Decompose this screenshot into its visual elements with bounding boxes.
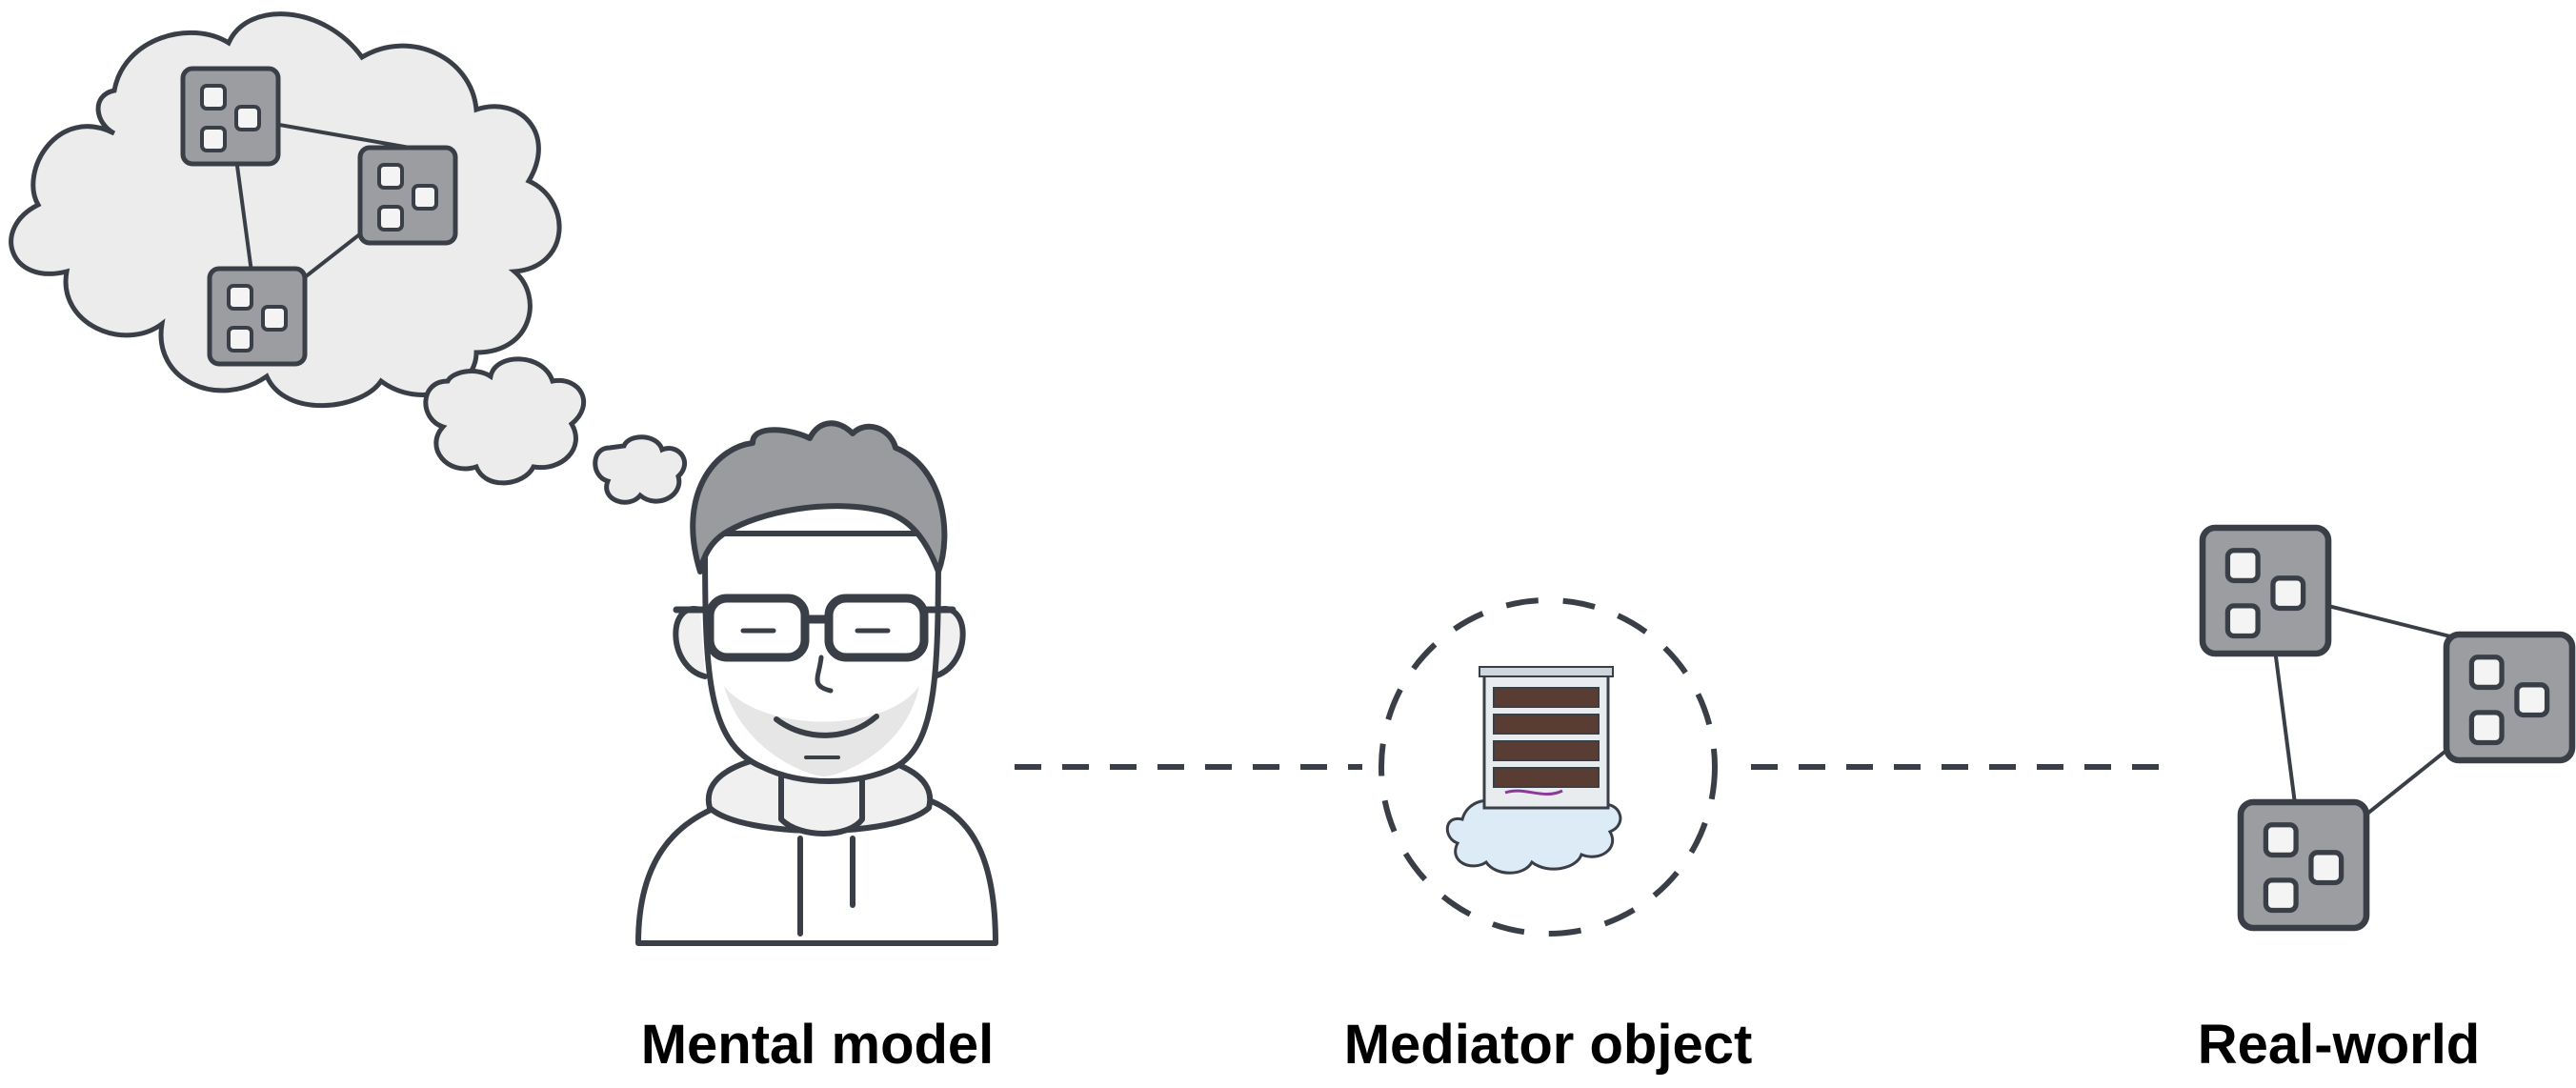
module-box-icon bbox=[2203, 528, 2328, 654]
module-box-icon bbox=[360, 148, 455, 243]
server-rack-on-cloud-icon bbox=[1445, 666, 1622, 875]
module-box-icon bbox=[2241, 802, 2366, 928]
thought-cloud-icon bbox=[9, 11, 562, 409]
module-box-icon bbox=[210, 269, 305, 364]
label-mental-model: Mental model bbox=[640, 1014, 995, 1076]
module-box-icon bbox=[183, 69, 278, 164]
thought-bubble-icon bbox=[423, 356, 687, 505]
module-box-icon bbox=[2446, 635, 2572, 760]
label-real-world: Real-world bbox=[2197, 1014, 2481, 1076]
person-with-glasses-icon bbox=[635, 420, 998, 946]
real-world-graph bbox=[2203, 528, 2572, 928]
label-mediator-object: Mediator object bbox=[1343, 1014, 1753, 1076]
mediator-ring bbox=[1379, 597, 1718, 937]
